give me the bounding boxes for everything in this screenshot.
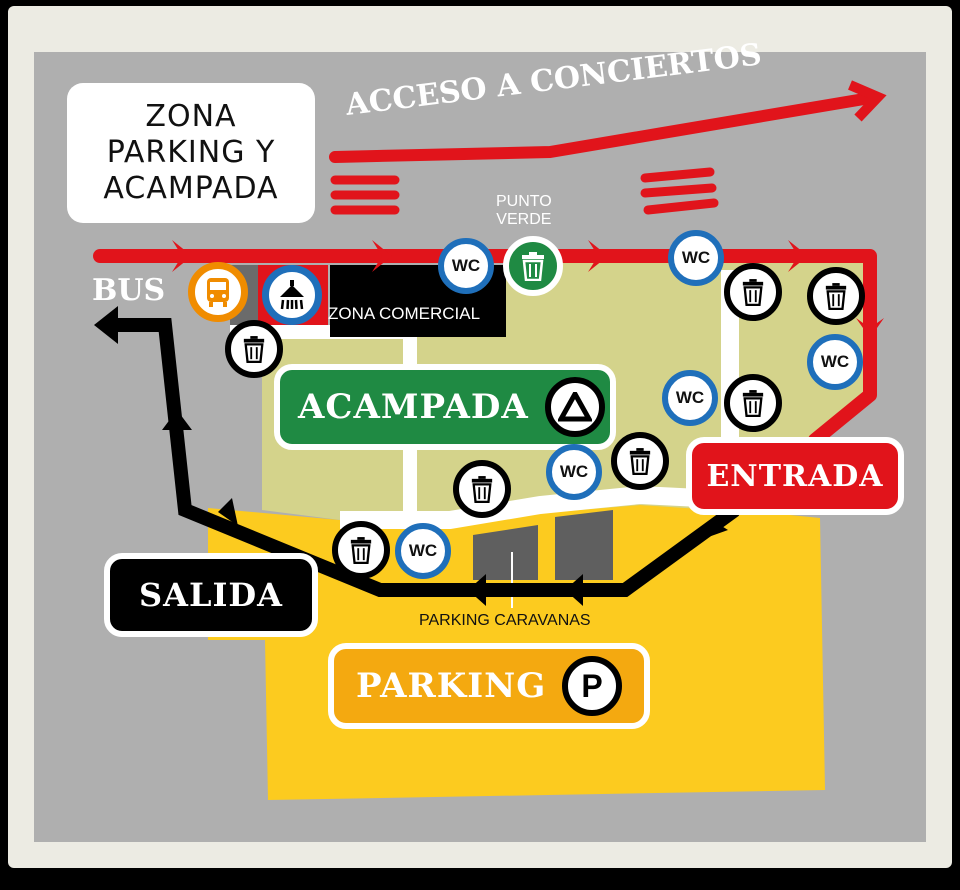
bus-icon xyxy=(188,262,248,322)
trash-bin-icon xyxy=(724,374,782,432)
salida-sign: SALIDA xyxy=(104,553,318,637)
punto-verde-bin-icon xyxy=(503,236,563,296)
title-line: PARKING Y xyxy=(106,135,276,170)
route-black-exit xyxy=(110,318,740,597)
arrow-head-concerts xyxy=(848,80,887,122)
parking-label: PARKING xyxy=(356,666,547,706)
parking-p-icon: P xyxy=(562,656,622,716)
trash-bin-icon xyxy=(611,432,669,490)
entrada-label: ENTRADA xyxy=(706,458,884,494)
salida-label: SALIDA xyxy=(139,576,283,614)
internal-path xyxy=(340,485,741,529)
trash-bin-icon xyxy=(724,263,782,321)
red-dashes-right xyxy=(640,167,719,215)
acampada-sign: ACAMPADA xyxy=(274,364,616,450)
wc-icon: WC xyxy=(438,238,494,294)
wc-icon: WC xyxy=(546,444,602,500)
caravan-spot xyxy=(555,510,613,580)
map-title: ZONA PARKING Y ACAMPADA xyxy=(67,83,315,223)
zona-comercial-label: ZONA COMERCIAL xyxy=(328,304,481,323)
trash-bin-icon xyxy=(807,267,865,325)
title-line: ACAMPADA xyxy=(103,171,279,206)
shower-icon xyxy=(262,265,322,325)
trash-bin-icon xyxy=(225,320,283,378)
route-black-arrows xyxy=(162,410,728,606)
wc-icon: WC xyxy=(668,230,724,286)
red-dashes-left xyxy=(330,175,400,215)
wc-icon: WC xyxy=(662,370,718,426)
punto-verde-label: PUNTO VERDE xyxy=(496,193,552,228)
parking-caravanas-label: PARKING CARAVANAS xyxy=(419,612,591,629)
trash-bin-icon xyxy=(332,521,390,579)
title-line: ZONA xyxy=(145,99,237,134)
caravan-spot xyxy=(473,525,538,580)
wc-icon: WC xyxy=(807,334,863,390)
arrow-head-bus xyxy=(94,306,118,344)
entrada-sign: ENTRADA xyxy=(686,437,904,515)
tent-icon xyxy=(545,377,605,437)
route-red-concerts xyxy=(329,92,876,163)
wc-icon: WC xyxy=(395,523,451,579)
acampada-label: ACAMPADA xyxy=(298,387,529,427)
trash-bin-icon xyxy=(453,460,511,518)
bus-label: BUS xyxy=(92,273,166,308)
route-red-arrows xyxy=(172,240,884,338)
